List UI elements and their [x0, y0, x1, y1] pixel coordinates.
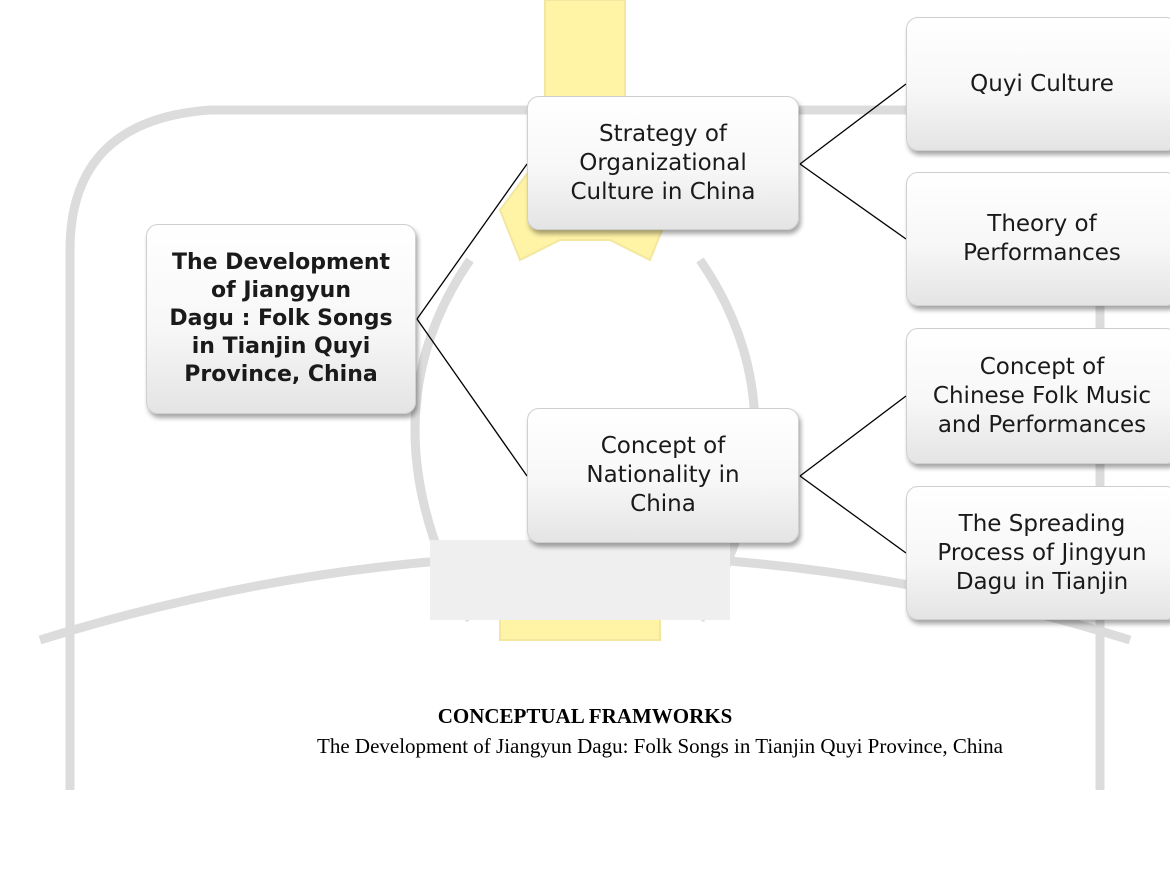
connector-root-to-nationality: [416, 318, 528, 477]
leaf-node-chinese-folk-music: Concept of Chinese Folk Music and Perfor…: [906, 328, 1170, 464]
connector-strategy-to-theory: [799, 163, 907, 240]
connector-nationality-to-spreading: [799, 475, 907, 554]
connector-strategy-to-quyi: [799, 83, 907, 165]
connector-root-to-strategy: [416, 163, 528, 320]
leaf-node-spreading-process: The Spreading Process of Jingyun Dagu in…: [906, 486, 1170, 620]
branch-node-nationality: Concept of Nationality in China: [527, 408, 799, 543]
caption-subtitle: The Development of Jiangyun Dagu: Folk S…: [317, 734, 1003, 758]
root-node: The Development of Jiangyun Dagu : Folk …: [146, 224, 416, 414]
leaf-node-quyi-culture: Quyi Culture: [906, 17, 1170, 151]
branch-node-strategy: Strategy of Organizational Culture in Ch…: [527, 96, 799, 230]
caption-title: CONCEPTUAL FRAMWORKS: [437, 704, 733, 728]
connector-nationality-to-folk-music: [799, 395, 907, 477]
leaf-node-theory-performances: Theory of Performances: [906, 172, 1170, 306]
